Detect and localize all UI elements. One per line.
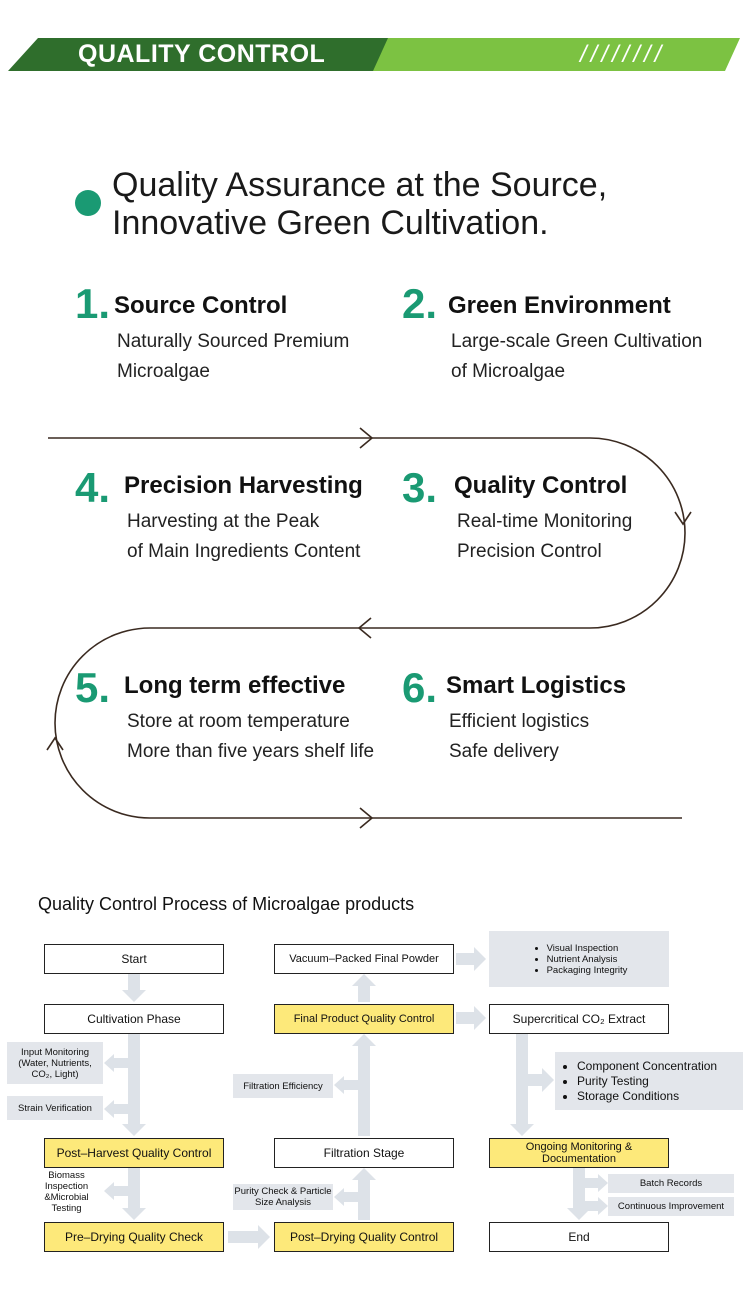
purity-check-note: Purity Check & Particle Size Analysis	[233, 1184, 333, 1210]
step-6-desc-line-1: Efficient logistics	[449, 711, 590, 732]
step-1-desc: Naturally Sourced Premium Microalgae	[117, 327, 349, 387]
step-5-desc-line-1: Store at room temperature	[127, 711, 350, 732]
arrow-to-input-monitoring	[104, 1054, 128, 1072]
extract-check-item: Component Concentration	[577, 1059, 717, 1074]
filtration-efficiency-note: Filtration Efficiency	[233, 1074, 333, 1098]
strain-verification-note: Strain Verification	[7, 1096, 103, 1120]
batch-records-note: Batch Records	[608, 1174, 734, 1193]
final-check-item: Nutrient Analysis	[547, 954, 628, 965]
arrow-to-batch	[585, 1174, 608, 1192]
final-check-item: Packaging Integrity	[547, 965, 628, 976]
step-5-desc-line-2: More than five years shelf life	[127, 741, 375, 762]
headline-line-2: Innovative Green Cultivation.	[112, 204, 549, 242]
step-2-desc: Large-scale Green Cultivation of Microal…	[451, 327, 702, 387]
step-2-title: Green Environment	[448, 292, 671, 319]
process-title: Quality Control Process of Microalgae pr…	[38, 894, 415, 914]
arrow-ongoing-end	[567, 1168, 591, 1220]
banner-slashes: ////////	[580, 41, 666, 68]
step-3-desc-line-1: Real-time Monitoring	[457, 511, 633, 532]
biomass-inspection-note: Biomass Inspection &Microbial Testing	[44, 1170, 89, 1214]
step-3-desc-line-2: Precision Control	[457, 541, 602, 562]
arrow-postharvest-predrying	[122, 1168, 146, 1220]
banner-light-stripe	[345, 38, 740, 71]
arrow-filtration-finalqc	[352, 1034, 376, 1136]
step-3-desc: Real-time Monitoring Precision Control	[457, 507, 632, 567]
headline-bullet-icon	[75, 190, 101, 216]
step-2-desc-line-2: of Microalgae	[451, 361, 566, 382]
ongoing-monitoring-box: Ongoing Monitoring & Documentation	[489, 1138, 669, 1168]
step-4-number: 4.	[75, 464, 111, 511]
step-6-desc-line-2: Safe delivery	[449, 741, 559, 762]
step-5-title: Long term effective	[124, 672, 346, 699]
step-2-number: 2.	[402, 280, 438, 327]
extract-check-item: Storage Conditions	[577, 1089, 717, 1104]
arrow-supercritical-ongoing	[510, 1034, 534, 1136]
final-check-item: Visual Inspection	[547, 943, 628, 954]
flow-path	[46, 427, 692, 829]
filtration-stage-box: Filtration Stage	[274, 1138, 454, 1168]
arrow-to-filtration-eff	[334, 1076, 358, 1094]
step-4-desc: Harvesting at the Peak of Main Ingredien…	[127, 507, 360, 567]
arrow-to-continuous	[585, 1197, 608, 1215]
step-1-desc-line-1: Naturally Sourced Premium	[117, 331, 350, 352]
flow-arrow-2	[674, 511, 692, 526]
start-box: Start	[44, 944, 224, 974]
step-5-desc: Store at room temperature More than five…	[127, 707, 374, 767]
flow-arrow-4	[46, 736, 64, 751]
step-4-title: Precision Harvesting	[124, 472, 363, 499]
arrow-to-purity-check	[334, 1188, 358, 1206]
vacuum-packed-box: Vacuum–Packed Final Powder	[274, 944, 454, 974]
flow-line	[48, 437, 686, 819]
final-product-qc-box: Final Product Quality Control	[274, 1004, 454, 1034]
step-2-desc-line-1: Large-scale Green Cultivation	[451, 331, 703, 352]
banner-dark-stripe	[8, 38, 388, 71]
arrow-to-extract-checks	[528, 1068, 554, 1092]
step-5-number: 5.	[75, 664, 111, 711]
step-1-title: Source Control	[114, 292, 288, 319]
pre-drying-check-box: Pre–Drying Quality Check	[44, 1222, 224, 1252]
cultivation-phase-box: Cultivation Phase	[44, 1004, 224, 1034]
final-checks-note: Visual Inspection Nutrient Analysis Pack…	[489, 931, 669, 987]
supercritical-extract-box: Supercritical CO₂ Extract	[489, 1004, 669, 1034]
end-box: End	[489, 1222, 669, 1252]
arrow-postdrying-filtration	[352, 1168, 376, 1220]
step-3-title: Quality Control	[454, 472, 628, 499]
headline-line-1: Quality Assurance at the Source,	[112, 166, 608, 204]
step-4-desc-line-2: of Main Ingredients Content	[127, 541, 361, 562]
step-1-number: 1.	[75, 280, 111, 327]
step-6-number: 6.	[402, 664, 438, 711]
flow-arrow-1	[359, 427, 374, 449]
arrow-to-strain	[104, 1100, 128, 1118]
continuous-improvement-note: Continuous Improvement	[608, 1197, 734, 1216]
headline: Quality Assurance at the Source, Innovat…	[112, 166, 607, 242]
post-drying-qc-box: Post–Drying Quality Control	[274, 1222, 454, 1252]
flow-arrow-3	[357, 617, 372, 639]
arrow-vacuum-checks	[456, 947, 486, 971]
extract-checks-note: Component Concentration Purity Testing S…	[555, 1052, 743, 1110]
arrow-predrying-postdrying	[228, 1225, 270, 1249]
arrow-finalqc-vacuum	[352, 974, 376, 1002]
step-3-number: 3.	[402, 464, 438, 511]
arrow-cultivation-postharvest	[122, 1034, 146, 1136]
arrow-start-cultivation	[122, 974, 146, 1002]
header-banner	[8, 38, 740, 71]
arrow-finalqc-supercritical	[456, 1006, 486, 1030]
step-6-title: Smart Logistics	[446, 672, 627, 699]
step-4-desc-line-1: Harvesting at the Peak	[127, 511, 320, 532]
banner-title: QUALITY CONTROL	[78, 40, 326, 68]
step-6-desc: Efficient logistics Safe delivery	[449, 707, 589, 767]
step-1-desc-line-2: Microalgae	[117, 361, 210, 382]
arrow-to-biomass	[104, 1182, 128, 1200]
input-monitoring-note: Input Monitoring (Water, Nutrients, CO₂,…	[7, 1042, 103, 1084]
flow-arrow-5	[359, 807, 374, 829]
post-harvest-qc-box: Post–Harvest Quality Control	[44, 1138, 224, 1168]
extract-check-item: Purity Testing	[577, 1074, 717, 1089]
